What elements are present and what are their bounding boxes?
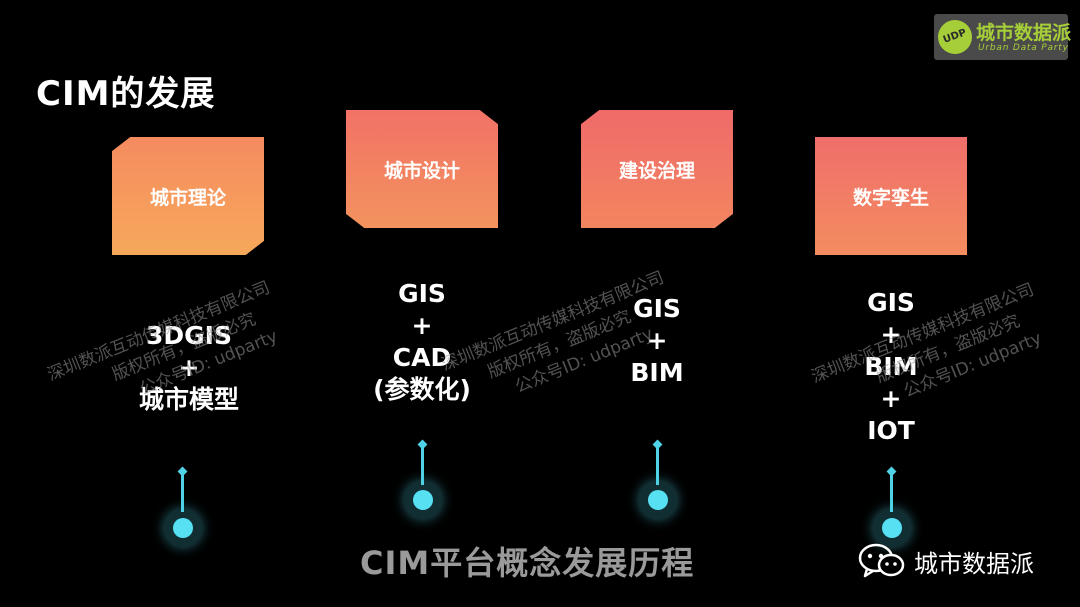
- brand-logo: UDP 城市数据派 Urban Data Party: [933, 14, 1072, 60]
- wechat-brand: 城市数据派: [858, 541, 1034, 581]
- tech-item: CAD: [392, 343, 452, 372]
- stage-tech-3: GIS + BIM: [572, 293, 742, 389]
- tech-item: GIS: [398, 279, 446, 308]
- stage-box-4: 数字孪生: [815, 137, 967, 255]
- tech-item: IOT: [867, 416, 915, 445]
- stage-tech-2: GIS + CAD (参数化): [337, 278, 507, 406]
- connector-stem: [890, 472, 893, 512]
- tech-item: +: [178, 353, 200, 382]
- tech-item: +: [880, 320, 902, 349]
- tech-item: +: [411, 311, 433, 340]
- tech-item: +: [646, 326, 668, 355]
- stage-label-2: 城市设计: [383, 159, 460, 182]
- timeline-node: [639, 481, 677, 519]
- tech-item: BIM: [864, 352, 918, 381]
- tech-item: 城市模型: [138, 385, 239, 414]
- timeline-node: [873, 509, 911, 547]
- wechat-icon: [858, 543, 905, 578]
- tech-item: (参数化): [373, 375, 471, 404]
- logo-tagline: Urban Data Party: [978, 43, 1069, 53]
- stage-label-3: 建设治理: [618, 159, 695, 182]
- diagram-caption: CIM平台概念发展历程: [360, 544, 695, 582]
- stage-label-1: 城市理论: [149, 186, 226, 209]
- stage-box-3: 建设治理: [581, 110, 733, 228]
- connector-stem: [656, 445, 659, 485]
- connector-stem: [421, 445, 424, 485]
- tech-item: GIS: [633, 294, 681, 323]
- stage-label-4: 数字孪生: [852, 186, 929, 209]
- logo-mark: UDP: [933, 15, 977, 59]
- logo-name: 城市数据派: [976, 22, 1072, 44]
- page-title: CIM的发展: [36, 74, 216, 114]
- stage-box-1: 城市理论: [112, 137, 264, 255]
- timeline-node: [404, 481, 442, 519]
- tech-item: 3DGIS: [146, 321, 232, 350]
- brand-name: 城市数据派: [914, 549, 1034, 578]
- stage-tech-1: 3DGIS + 城市模型: [104, 320, 274, 416]
- tech-item: +: [880, 384, 902, 413]
- timeline-node: [164, 509, 202, 547]
- tech-item: BIM: [630, 358, 684, 387]
- connector-stem: [181, 472, 184, 512]
- stage-tech-4: GIS + BIM + IOT: [806, 287, 976, 447]
- stage-box-2: 城市设计: [346, 110, 498, 228]
- tech-item: GIS: [867, 288, 915, 317]
